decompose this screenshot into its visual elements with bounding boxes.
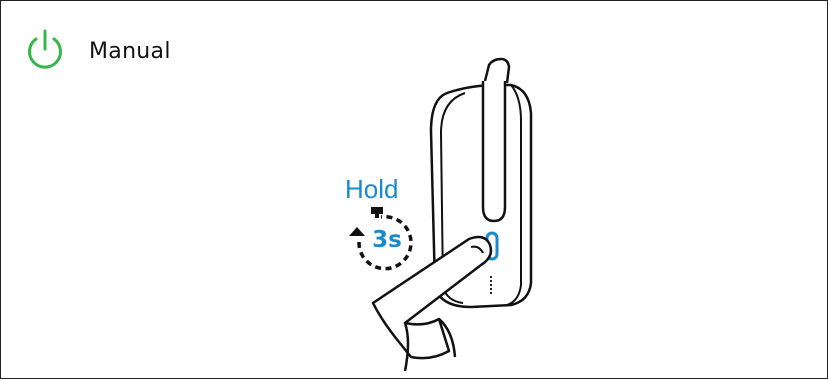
stopwatch-stem [375, 213, 379, 218]
timer-duration-label: 3s [359, 227, 415, 253]
hold-label: Hold [345, 174, 398, 205]
stopwatch-crown [371, 207, 383, 214]
headband [485, 59, 509, 83]
slider-arm [483, 81, 505, 221]
